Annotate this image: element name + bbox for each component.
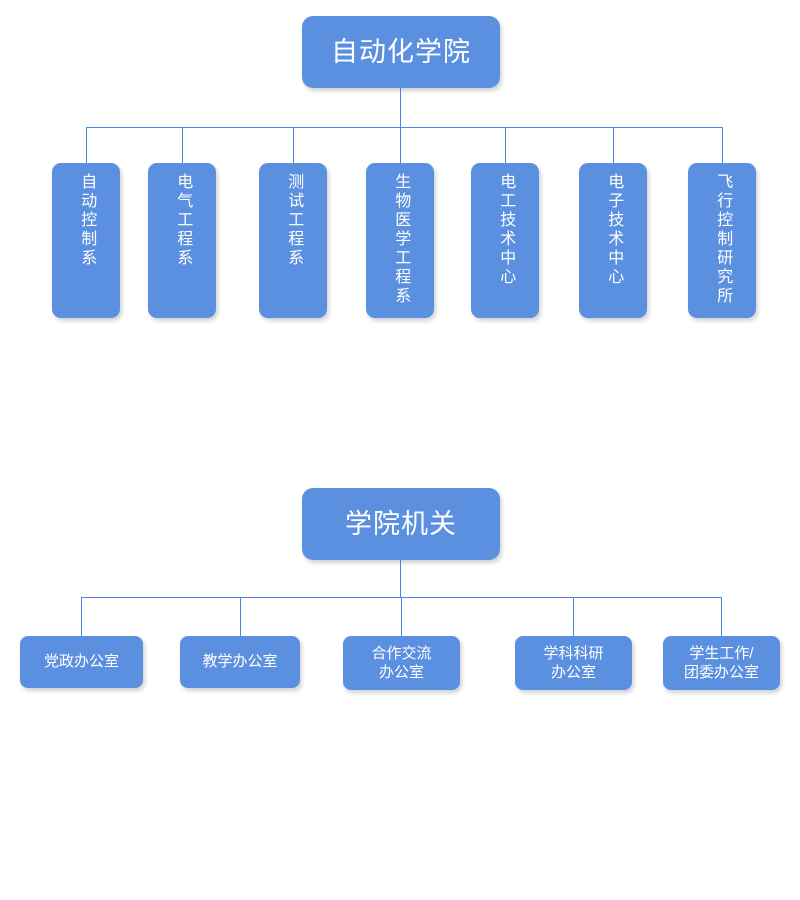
root-node-administration[interactable]: 学院机关	[302, 488, 500, 560]
department-label: 自动控制系	[78, 173, 96, 268]
office-label: 教学办公室	[202, 652, 277, 671]
department-node-2[interactable]: 测试工程系	[259, 163, 327, 318]
connector-drop-department-0	[86, 127, 87, 163]
connector-drop-department-5	[613, 127, 614, 163]
connector-drop-office-4	[721, 597, 722, 636]
office-node-1[interactable]: 教学办公室	[180, 636, 300, 688]
department-node-6[interactable]: 飞行控制研究所	[688, 163, 756, 318]
office-label-line2: 办公室	[550, 664, 596, 681]
office-label: 合作交流办公室	[371, 644, 431, 682]
connector-drop-office-3	[573, 597, 574, 636]
office-label-line1: 合作交流	[371, 644, 432, 662]
office-label: 党政办公室	[44, 652, 119, 671]
department-label: 飞行控制研究所	[714, 173, 732, 306]
connector-drop-department-4	[505, 127, 506, 163]
office-label: 学科科研办公室	[543, 644, 603, 682]
connector-drop-department-3	[400, 127, 401, 163]
office-node-2[interactable]: 合作交流办公室	[343, 636, 460, 690]
department-node-4[interactable]: 电工技术中心	[471, 163, 539, 318]
connector-drop-department-6	[722, 127, 723, 163]
office-label-line2: 团委办公室	[683, 664, 759, 681]
connector-drop-department-2	[293, 127, 294, 163]
department-node-3[interactable]: 生物医学工程系	[366, 163, 434, 318]
connector-drop-office-0	[81, 597, 82, 636]
connector-drop-department-1	[182, 127, 183, 163]
root-node-academy[interactable]: 自动化学院	[302, 16, 500, 88]
connector-drop-office-1	[240, 597, 241, 636]
department-label: 电子技术中心	[605, 173, 623, 287]
department-label: 电气工程系	[174, 173, 192, 268]
office-label: 学生工作/团委办公室	[684, 644, 759, 682]
department-node-1[interactable]: 电气工程系	[148, 163, 216, 318]
office-label-line2: 办公室	[378, 664, 424, 681]
department-node-5[interactable]: 电子技术中心	[579, 163, 647, 318]
office-node-3[interactable]: 学科科研办公室	[515, 636, 632, 690]
office-node-0[interactable]: 党政办公室	[20, 636, 143, 688]
office-node-4[interactable]: 学生工作/团委办公室	[663, 636, 780, 690]
office-label-line1: 教学办公室	[202, 653, 278, 671]
department-node-0[interactable]: 自动控制系	[52, 163, 120, 318]
department-label: 测试工程系	[285, 173, 303, 268]
office-label-line1: 学生工作/	[689, 644, 754, 662]
connector-bus-academy	[86, 127, 723, 128]
department-label: 生物医学工程系	[392, 173, 410, 306]
connector-drop-office-2	[401, 597, 402, 636]
connector-stem-academy	[400, 88, 401, 127]
department-label: 电工技术中心	[497, 173, 515, 287]
office-label-line1: 学科科研	[543, 644, 604, 662]
office-label-line1: 党政办公室	[43, 653, 119, 671]
connector-stem-administration	[400, 560, 401, 597]
